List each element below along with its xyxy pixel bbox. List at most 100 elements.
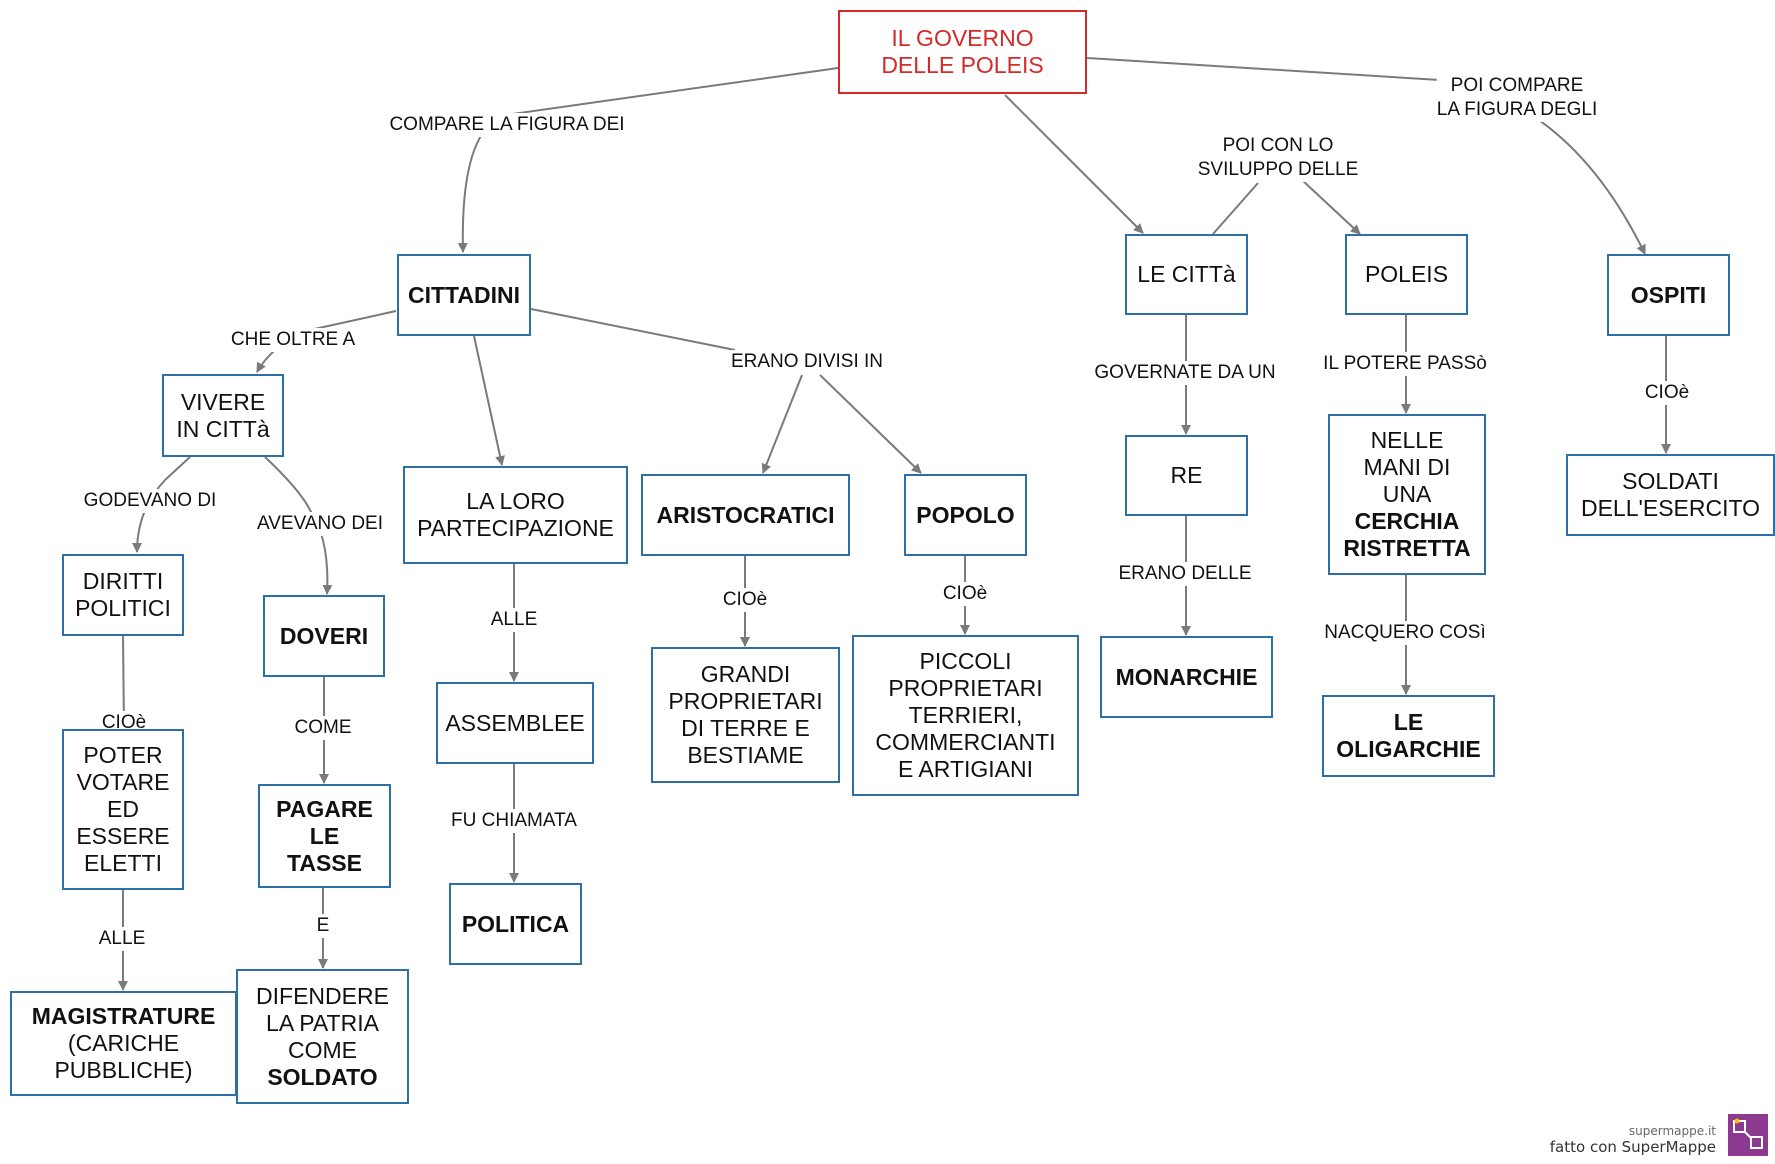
text-line: DIRITTI — [82, 568, 164, 594]
node-doveri: DOVERI — [263, 595, 385, 677]
text-line: ED — [107, 796, 139, 822]
label-alle-1: ALLE — [98, 927, 146, 951]
label-avevano: AVEVANO DEI — [257, 512, 383, 536]
label-poi-compare: POI COMPARE LA FIGURA DEGLI — [1436, 74, 1598, 122]
node-aristocratici: ARISTOCRATICI — [641, 474, 850, 556]
text-line: MAGISTRATURE — [31, 1003, 216, 1029]
text-line: SVILUPPO DELLE — [1197, 159, 1359, 180]
supermappe-logo-icon — [1728, 1114, 1768, 1156]
text-line: AVEVANO DEI — [257, 513, 383, 534]
text-line: E ARTIGIANI — [897, 756, 1034, 782]
text-line: COMPARE LA FIGURA DEI — [389, 114, 625, 135]
text-line: ELETTI — [84, 850, 162, 876]
label-godevano: GODEVANO DI — [83, 489, 217, 513]
text-line: POI COMPARE — [1450, 75, 1584, 96]
text-line: ASSEMBLEE — [445, 709, 585, 736]
text-line: SOLDATO — [267, 1063, 378, 1090]
label-divisi: ERANO DIVISI IN — [730, 350, 884, 374]
text-line: CITTADINI — [407, 281, 520, 308]
node-re: RE — [1125, 435, 1248, 516]
label-cioe-4: CIOè — [1644, 381, 1690, 405]
text-line: VOTARE — [76, 769, 170, 795]
text-line: POTER — [83, 742, 163, 768]
edge-divisi-aristocratici — [761, 374, 803, 474]
text-line: LA PATRIA — [266, 1009, 379, 1036]
text-line: PROPRIETARI — [888, 675, 1043, 701]
text-line: SOLDATI — [1622, 468, 1719, 494]
watermark-site: supermappe.it — [1628, 1124, 1716, 1138]
text-line: ALLE — [490, 609, 538, 630]
text-line: MONARCHIE — [1115, 663, 1258, 690]
text-line: TERRIERI, — [908, 702, 1023, 728]
node-cittadini: CITTADINI — [397, 254, 531, 336]
text-line: RE — [1170, 462, 1203, 488]
text-line: LE — [1393, 709, 1424, 735]
edge-divisi-popolo — [819, 374, 922, 474]
text-line: ALLE — [98, 928, 146, 949]
text-line: DI TERRE E — [681, 715, 810, 741]
text-line: DOVERI — [279, 622, 369, 649]
text-line: PAGARE — [276, 795, 373, 822]
node-lecitta: LE CITTà — [1125, 234, 1248, 315]
label-oltre: CHE OLTRE A — [230, 328, 356, 352]
text-line: MANI DI — [1363, 454, 1451, 480]
text-line: IL POTERE PASSò — [1323, 353, 1487, 374]
text-line: LE CITTà — [1137, 261, 1236, 287]
node-ospiti: OSPITI — [1607, 254, 1730, 336]
text-line: TASSE — [287, 849, 362, 876]
text-line: CIOè — [1644, 382, 1690, 403]
text-line: ERANO DIVISI IN — [730, 351, 884, 372]
text-line: POI CON LO — [1222, 135, 1334, 156]
node-poleis: POLEIS — [1345, 234, 1468, 315]
text-line: LA FIGURA DEGLI — [1436, 99, 1598, 120]
text-line: COME — [294, 717, 352, 738]
text-line: COME — [288, 1036, 357, 1063]
label-nacquero: NACQUERO COSì — [1324, 621, 1486, 645]
text-line: ESSERE — [76, 823, 170, 849]
edge-root-lecitta — [1004, 94, 1144, 234]
edge-cittadini-partecipazione — [473, 335, 505, 466]
node-popolo: POPOLO — [904, 474, 1027, 556]
text-line: BESTIAME — [687, 742, 804, 768]
text-line: NACQUERO COSì — [1324, 622, 1486, 643]
label-poi-sviluppo: POI CON LO SVILUPPO DELLE — [1197, 134, 1359, 182]
text-line: ERANO DELLE — [1118, 563, 1252, 584]
node-politica: POLITICA — [449, 883, 582, 965]
label-e: E — [316, 914, 330, 938]
text-line: DELL'ESERCITO — [1580, 495, 1761, 521]
text-line: CIOè — [722, 589, 768, 610]
text-line: GRANDI — [700, 661, 791, 687]
text-line: LA LORO — [466, 488, 565, 514]
text-line: FU CHIAMATA — [451, 810, 577, 831]
node-monarchie: MONARCHIE — [1100, 636, 1273, 718]
text-line: UNA — [1382, 481, 1432, 507]
text-line: OSPITI — [1630, 281, 1707, 308]
text-line: IL GOVERNO — [891, 25, 1034, 51]
text-line: COMMERCIANTI — [875, 729, 1056, 755]
text-line: VIVERE — [180, 388, 266, 415]
label-potere: IL POTERE PASSò — [1323, 352, 1487, 376]
text-line: PUBBLICHE) — [54, 1057, 193, 1083]
text-line: CIOè — [101, 712, 147, 733]
text-line: CERCHIA — [1354, 508, 1460, 534]
text-line: E — [316, 915, 330, 936]
edge-vivere-doveri — [264, 456, 333, 595]
label-alle-2: ALLE — [490, 608, 538, 632]
watermark-made-with: fatto con SuperMappe — [1549, 1138, 1716, 1156]
label-come: COME — [294, 716, 352, 740]
text-line: CIOè — [942, 583, 988, 604]
text-line: POLITICA — [461, 910, 570, 937]
text-line: PROPRIETARI — [668, 688, 823, 714]
text-line: POLITICI — [75, 595, 171, 621]
